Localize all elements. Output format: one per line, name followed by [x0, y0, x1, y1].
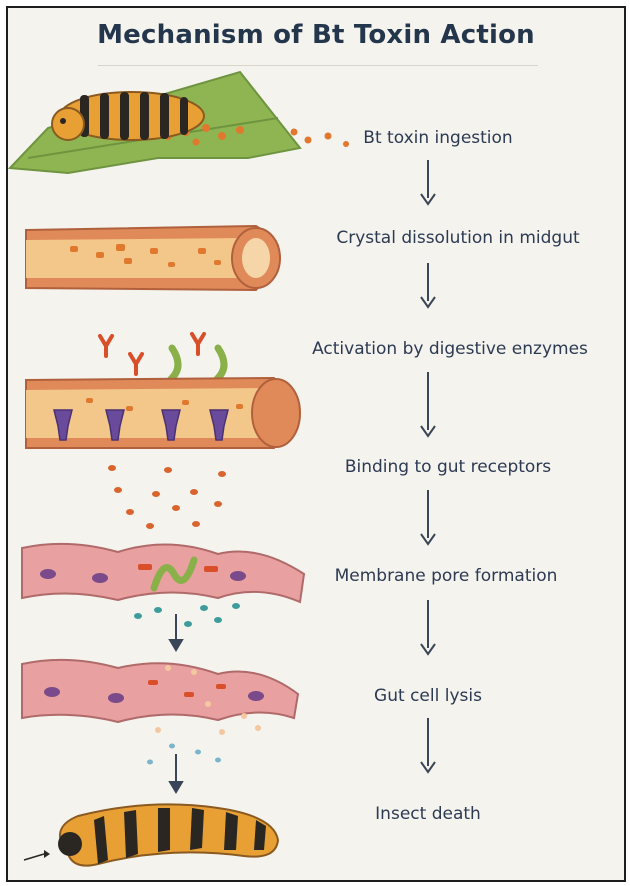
illustration-panel	[8, 8, 624, 880]
enzyme-activation-illustration	[26, 334, 300, 448]
gut-cell-lysis-illustration	[22, 660, 298, 765]
flow-arrow-6	[418, 716, 438, 776]
dead-caterpillar-illustration	[24, 804, 278, 865]
step-label-7: Insect death	[348, 804, 508, 824]
step-label-5: Membrane pore formation	[306, 566, 586, 586]
midgut-crystal-dissolution-illustration	[26, 226, 280, 290]
step-label-1: Bt toxin ingestion	[348, 128, 528, 148]
flow-arrow-5	[418, 598, 438, 658]
flow-arrow-1	[418, 158, 438, 208]
flow-arrow-2	[418, 261, 438, 311]
step-label-2: Crystal dissolution in midgut	[308, 228, 608, 248]
step-label-4: Binding to gut receptors	[308, 457, 588, 477]
membrane-pore-illustration	[22, 544, 304, 627]
flow-arrow-4	[418, 488, 438, 548]
caterpillar-on-leaf-illustration	[10, 72, 349, 173]
step-label-6: Gut cell lysis	[348, 686, 508, 706]
step-label-3: Activation by digestive enzymes	[278, 339, 622, 359]
flow-arrow-3	[418, 370, 438, 440]
toxin-fragments	[108, 465, 226, 529]
diagram-frame: Mechanism of Bt Toxin Action	[6, 6, 626, 882]
